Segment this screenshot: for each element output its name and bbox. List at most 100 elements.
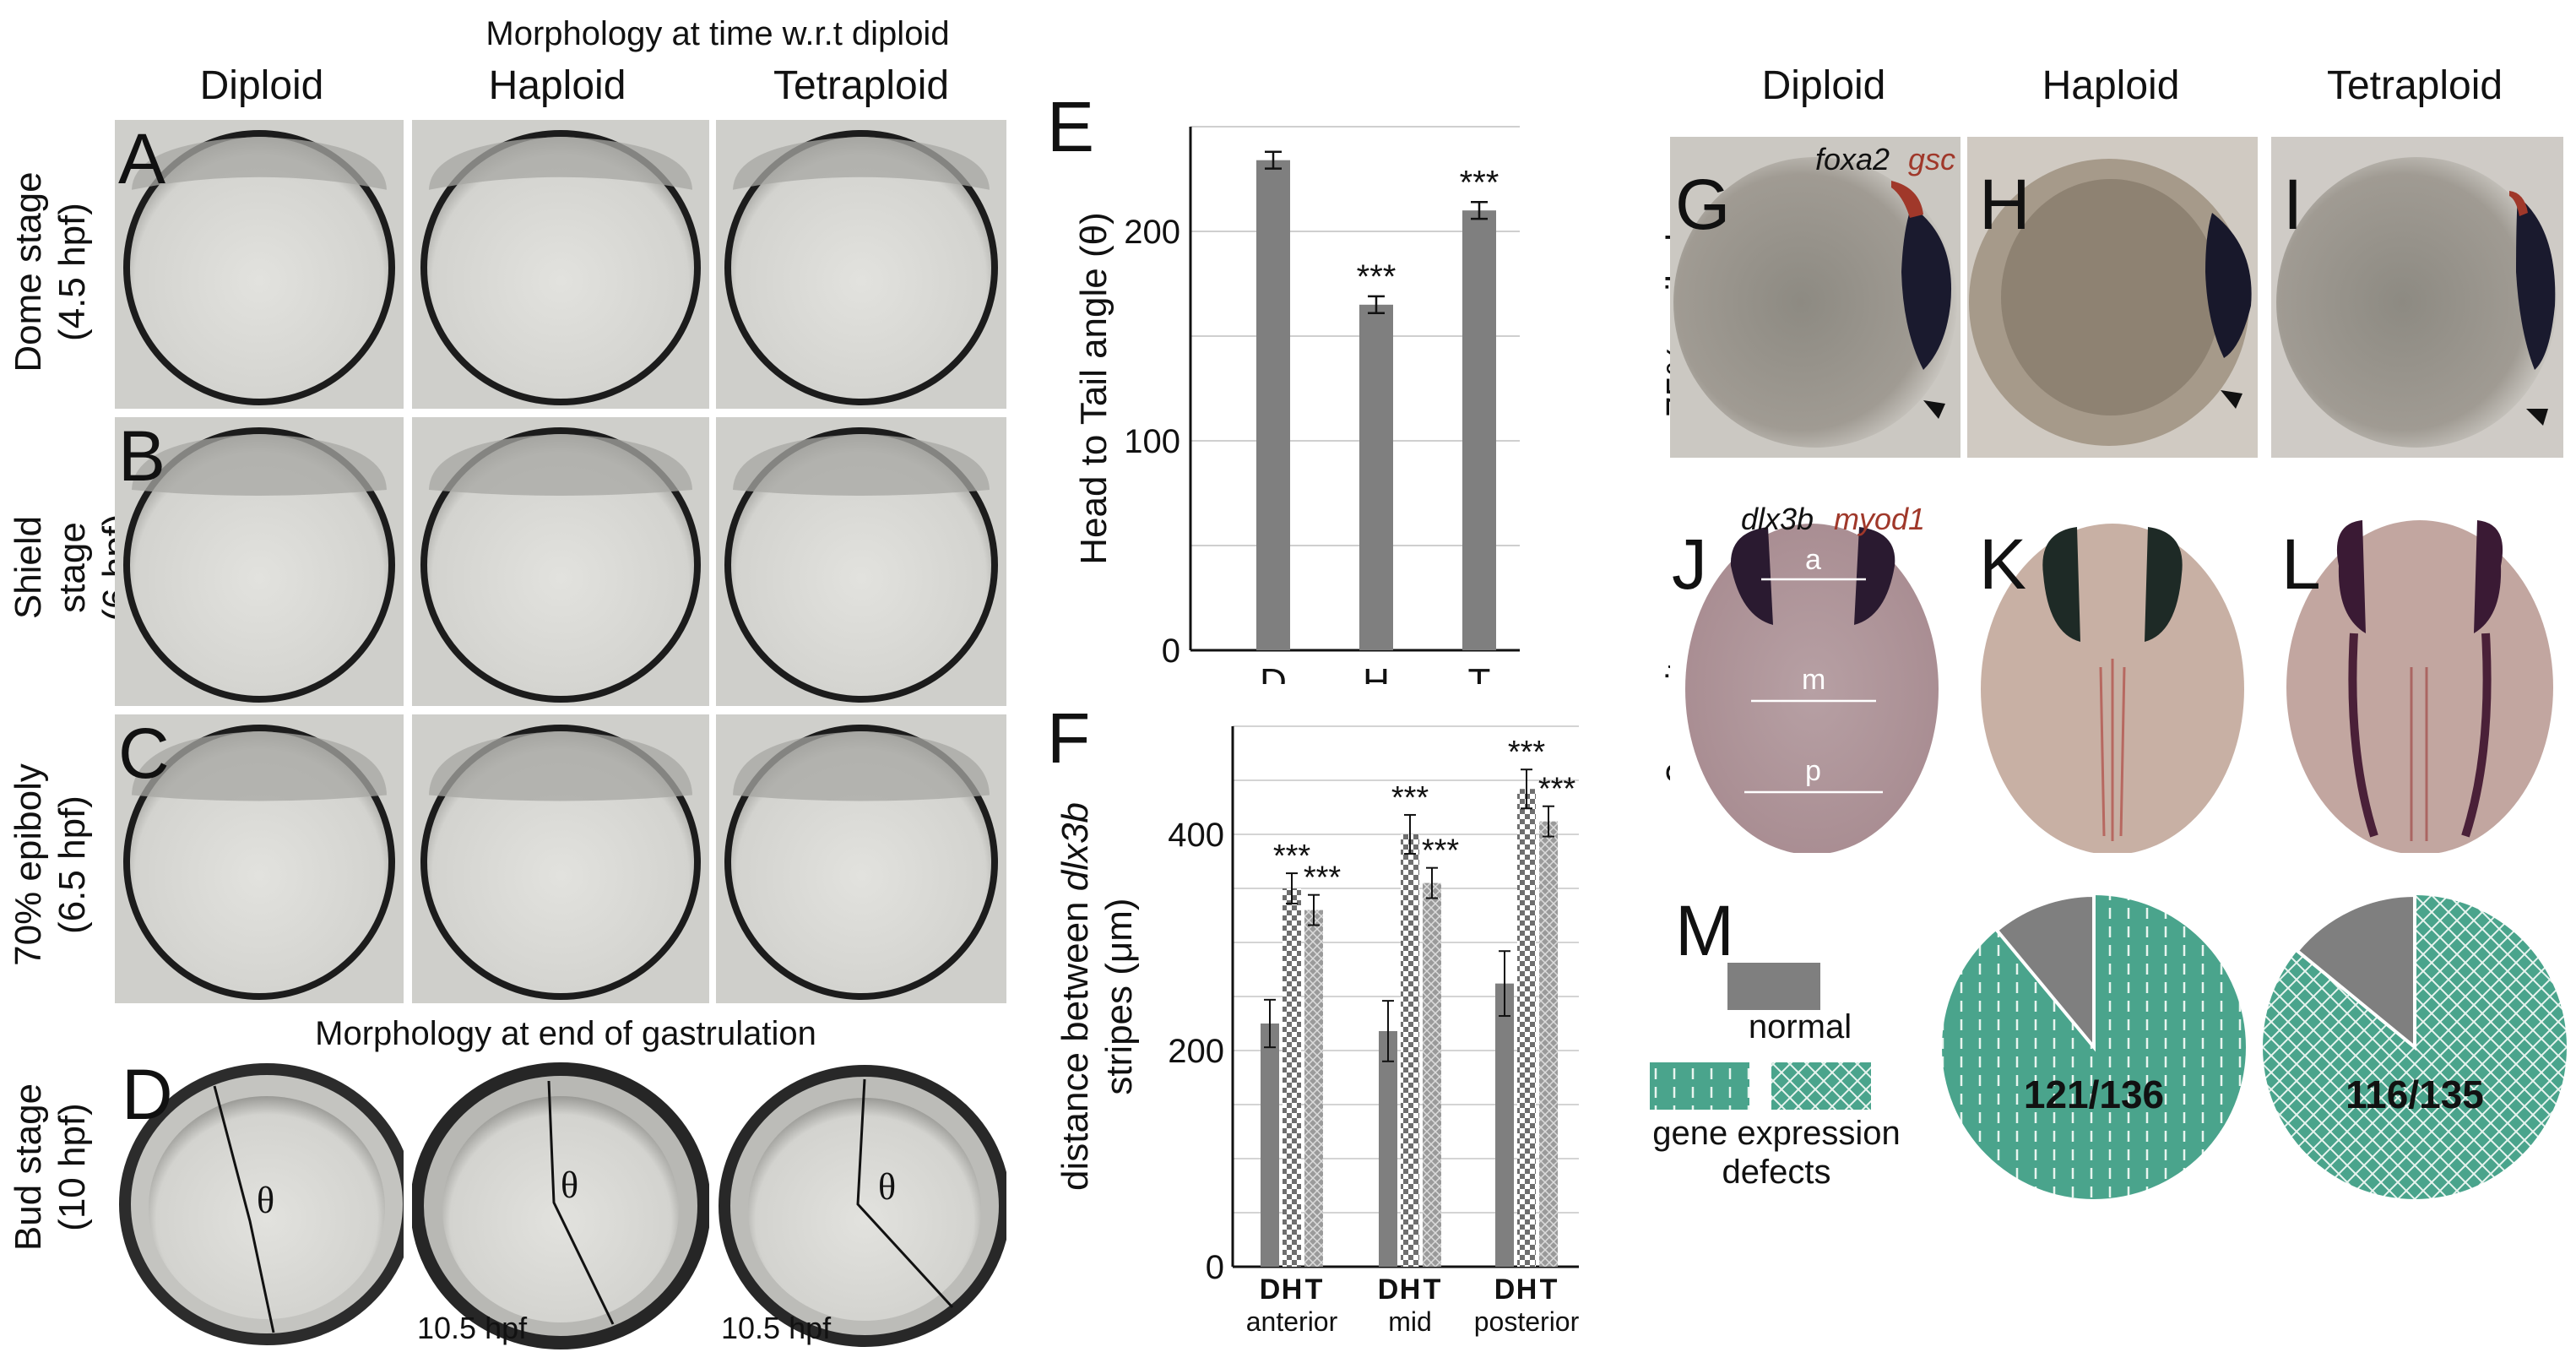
probe-label-gsc: gsc — [1908, 142, 1956, 176]
bar-mid-H — [1401, 834, 1419, 1267]
legend-swatch-haploid-defect — [1650, 1062, 1749, 1110]
significance-mark: *** — [1273, 839, 1311, 874]
significance-mark: *** — [1508, 735, 1546, 770]
pie-label: 116/135 — [2346, 1072, 2484, 1116]
y-axis-label-probe: dlx3b — [1055, 802, 1096, 891]
bar-anterior-H — [1283, 888, 1301, 1267]
series-tick-label: H — [1400, 1273, 1421, 1306]
y-tick-label: 100 — [1124, 423, 1180, 460]
legend-label-normal: normal — [1748, 1008, 1852, 1045]
embryo-photo-epi-haploid — [412, 714, 709, 1003]
significance-mark: *** — [1460, 164, 1500, 201]
embryo-drawing — [724, 130, 998, 405]
top-caption: Morphology at time w.r.t diploid — [485, 15, 950, 52]
j-mark-p: p — [1805, 755, 1821, 787]
panel-letter-i: I — [2283, 165, 2303, 244]
ish-photo-h: H — [1967, 137, 2258, 458]
bud-embryo-haploid — [412, 1062, 709, 1349]
x-tick-label: D — [1260, 661, 1287, 684]
col-header-haploid-left: Haploid — [488, 63, 626, 108]
row-label-bud: Bud stage(10 hpf) — [8, 1083, 93, 1252]
probe-label-dlx3b: dlx3b — [1741, 502, 1814, 536]
embryo-drawing — [420, 427, 701, 703]
significance-mark: *** — [1422, 834, 1460, 869]
y-axis-label-line2: stripes (μm) — [1098, 898, 1140, 1094]
embryo-photo-dome-tetraploid — [716, 120, 1006, 409]
series-tick-label: D — [1378, 1273, 1399, 1306]
series-tick-label: D — [1260, 1273, 1281, 1306]
panel-letter-d: D — [122, 1055, 173, 1134]
y-axis-label: Head to Tail angle (θ) — [1073, 212, 1114, 564]
embryo-drawing — [724, 427, 998, 703]
embryo-photo-shield-diploid: B — [115, 417, 404, 706]
panel-letter-h: H — [1979, 165, 2031, 244]
bar-mid-T — [1423, 882, 1441, 1267]
bar-T — [1462, 210, 1496, 650]
legend-label-defects-2: defects — [1722, 1154, 1831, 1191]
mid-caption: Morphology at end of gastrulation — [315, 1015, 816, 1052]
embryo-photo-shield-haploid — [412, 417, 709, 706]
bar-posterior-T — [1539, 821, 1558, 1267]
j-mark-m: m — [1802, 664, 1826, 696]
ish-photo-l: L — [2271, 498, 2563, 853]
pie-tetraploid: 116/135 — [2263, 893, 2567, 1199]
y-axis-label-line1: distance between dlx3b — [1055, 802, 1096, 1191]
embryo-75-epiboly-diploid — [1673, 157, 1957, 448]
series-tick-label: T — [1540, 1273, 1558, 1306]
hpf-label-haploid: 10.5 hpf — [417, 1311, 528, 1345]
probe-label-foxa2: foxa2 — [1815, 142, 1890, 176]
bud-photo-diploid: θ D — [115, 1054, 404, 1349]
embryo-photo-shield-tetraploid — [716, 417, 1006, 706]
embryo-75-epiboly-haploid — [1969, 159, 2252, 446]
pie-slice-normal — [2294, 893, 2416, 1051]
legend-swatch-tetraploid-defect — [1771, 1062, 1871, 1110]
ish-photo-j: J dlx3b myod1 a m p — [1670, 498, 1960, 853]
ish-photo-g: G foxa2 gsc — [1670, 137, 1960, 458]
bud-embryo-tetraploid — [719, 1065, 1006, 1347]
embryo-photo-dome-haploid — [412, 120, 709, 409]
legend-swatches — [1650, 963, 1871, 1110]
panel-letter-k: K — [1979, 524, 2027, 604]
bar-D — [1256, 160, 1290, 650]
embryo-3-somites-diploid — [1685, 524, 1939, 853]
embryo-drawing — [420, 725, 701, 1000]
series-tick-label: H — [1516, 1273, 1537, 1306]
significance-mark: *** — [1357, 258, 1396, 296]
legend-swatch-normal — [1727, 963, 1820, 1010]
embryo-photo-epi-tetraploid — [716, 714, 1006, 1003]
row-label-dome: Dome stage(4.5 hpf) — [8, 171, 93, 372]
y-tick-label: 0 — [1206, 1249, 1224, 1286]
series-tick-label: H — [1282, 1273, 1303, 1306]
embryo-3-somites-tetraploid — [2286, 520, 2553, 853]
ish-photo-k: K — [1967, 498, 2258, 853]
bar-posterior-D — [1495, 983, 1514, 1267]
y-tick-label: 200 — [1168, 1033, 1224, 1070]
series-tick-label: T — [1424, 1273, 1441, 1306]
group-label: mid — [1388, 1306, 1432, 1337]
theta-label-haploid: θ — [561, 1165, 579, 1206]
bar-mid-D — [1379, 1030, 1397, 1267]
panel-letter-a: A — [118, 120, 166, 198]
series-tick-label: D — [1494, 1273, 1516, 1306]
panel-letter-j: J — [1672, 524, 1707, 604]
bar-anterior-T — [1304, 910, 1323, 1267]
group-label: anterior — [1246, 1306, 1338, 1337]
theta-label-diploid: θ — [257, 1180, 275, 1221]
x-tick-label: H — [1363, 661, 1390, 684]
legend-label-defects-1: gene expression — [1652, 1115, 1901, 1152]
row-label-shield: Shield stage(6 hpf) — [8, 513, 137, 621]
embryo-drawing — [123, 725, 395, 1000]
embryo-75-epiboly-tetraploid — [2276, 157, 2557, 448]
embryo-drawing — [420, 130, 701, 405]
significance-mark: *** — [1538, 772, 1576, 807]
bar-H — [1359, 304, 1393, 650]
embryo-drawing — [123, 427, 395, 703]
panel-letter-g: G — [1675, 165, 1731, 244]
col-header-haploid-right: Haploid — [2042, 63, 2180, 108]
hpf-label-tetraploid: 10.5 hpf — [721, 1311, 832, 1345]
panel-letter-m: M — [1675, 891, 1734, 970]
significance-mark: *** — [1304, 861, 1342, 896]
